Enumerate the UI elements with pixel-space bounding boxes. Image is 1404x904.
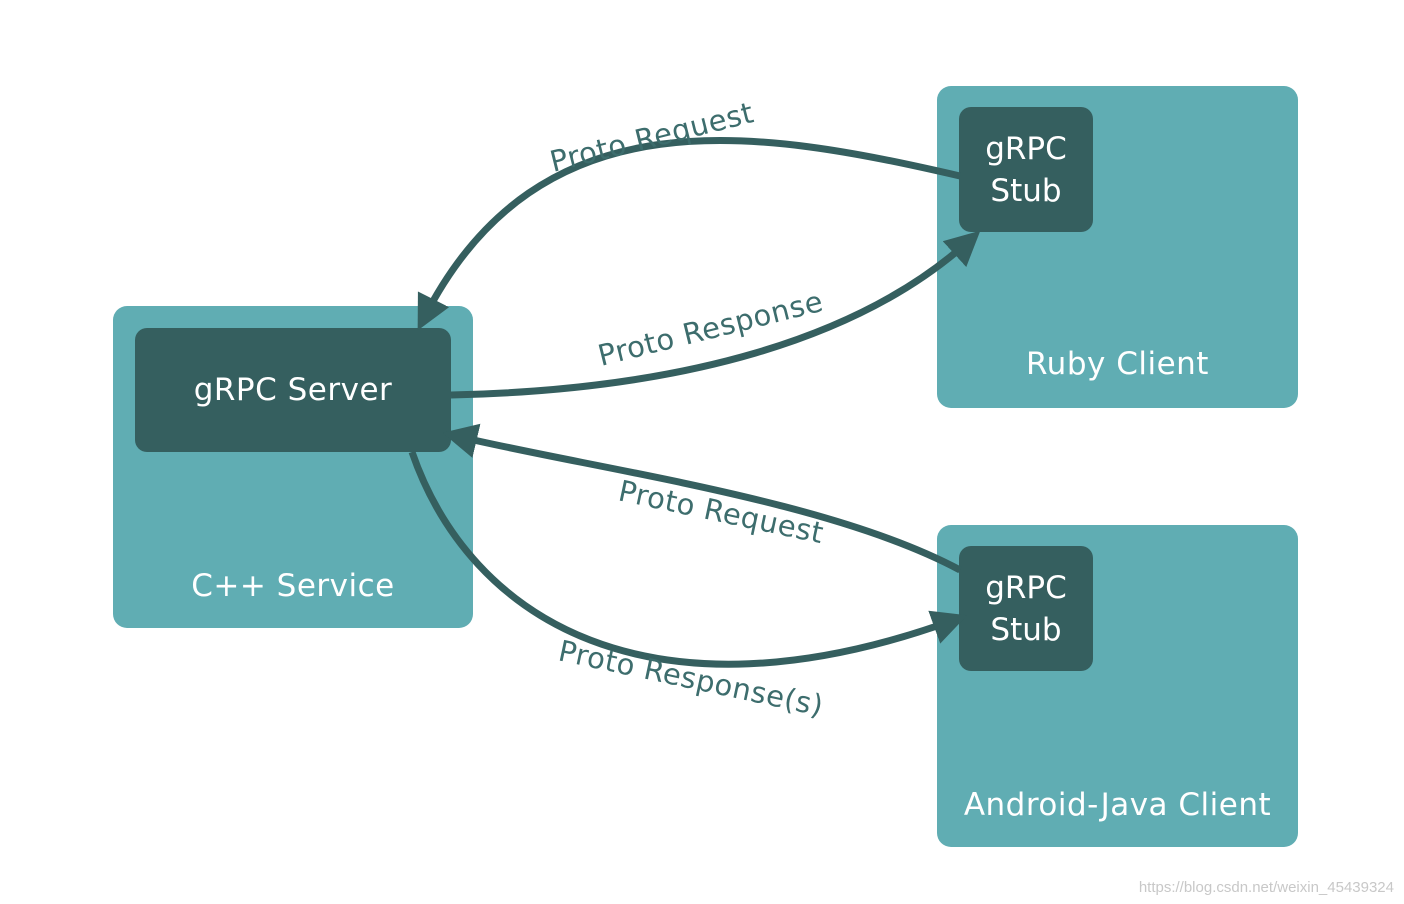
edge-android-request-label: Proto Request [616,474,827,551]
edge-ruby-request-arrow [417,136,961,331]
ruby-stub-line1: gRPC [985,130,1067,167]
edge-android-request-arrow [442,423,962,574]
ruby-grpc-stub-box: gRPC Stub [959,107,1093,232]
android-client-caption: Android-Java Client [963,787,1272,823]
android-client-box: gRPC Stub Android-Java Client [937,525,1298,847]
android-stub-line1: gRPC [985,569,1067,606]
edge-ruby-response-label: Proto Response [594,284,826,373]
edge-ruby-response-arrow [450,230,981,399]
ruby-client-box: gRPC Stub Ruby Client [937,86,1298,408]
cpp-service-box: gRPC Server C++ Service [113,306,473,628]
android-stub-line2: Stub [990,611,1062,648]
cpp-service-caption: C++ Service [191,568,395,604]
grpc-server-label: gRPC Server [193,372,393,408]
edge-android-response-label: Proto Response(s) [556,634,827,723]
ruby-client-caption: Ruby Client [1026,346,1209,382]
edge-android-response-arrow [408,450,968,668]
android-grpc-stub-box: gRPC Stub [959,546,1093,671]
grpc-server-box: gRPC Server [135,328,451,452]
watermark-text: https://blog.csdn.net/weixin_45439324 [1138,879,1394,896]
ruby-stub-line2: Stub [990,172,1062,209]
